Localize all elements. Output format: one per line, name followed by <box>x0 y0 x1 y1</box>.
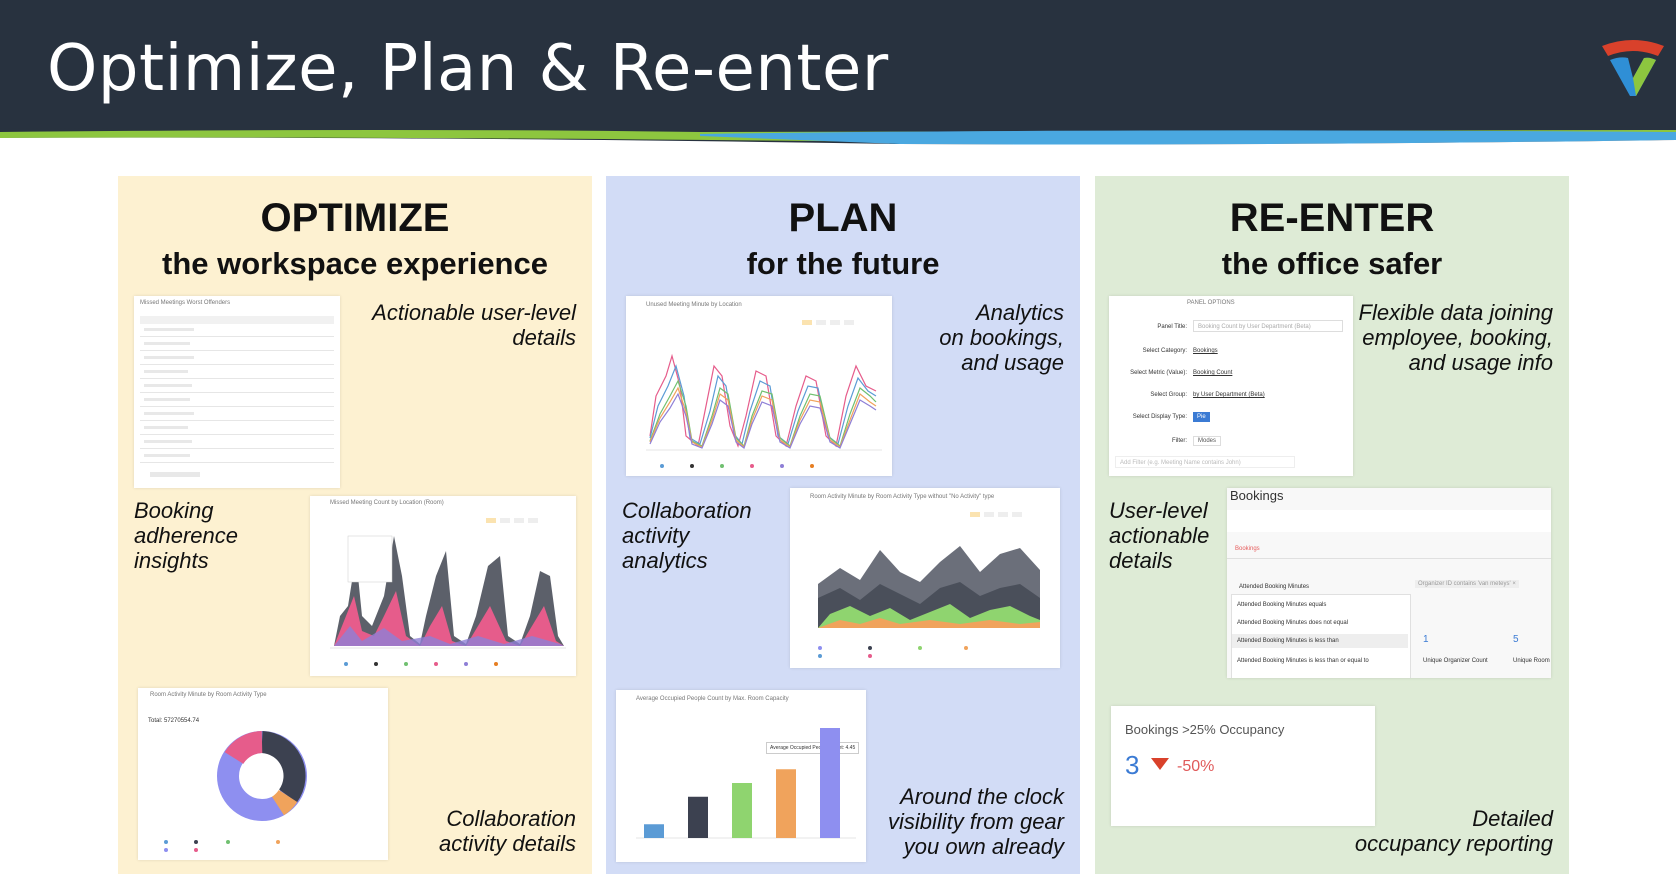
optimize-panel: OPTIMIZE the workspace experience Missed… <box>118 176 592 874</box>
bookings-filter-screenshot: Bookings Bookings Attended Booking Minut… <box>1227 488 1551 678</box>
stat-2-value: 5 <box>1513 634 1519 645</box>
offenders-table-screenshot: Missed Meetings Worst Offenders <box>134 296 340 488</box>
bar-mark <box>732 783 752 838</box>
category-select[interactable]: Bookings <box>1193 348 1218 354</box>
add-filter-input[interactable]: Add Filter (e.g. Meeting Name contains J… <box>1115 456 1295 468</box>
reenter-caption-1: Flexible data joining employee, booking,… <box>1358 300 1553 375</box>
stream-shot-title: Room Activity Minute by Room Activity Ty… <box>810 494 995 500</box>
optimize-subtitle: the workspace experience <box>162 246 548 281</box>
occupancy-card-screenshot: Bookings >25% Occupancy 3 -50% <box>1111 706 1375 826</box>
occupancy-title: Bookings >25% Occupancy <box>1125 722 1285 737</box>
missed-meeting-chart-screenshot: Missed Meeting Count by Location (Room) <box>310 496 576 676</box>
filter-option-1[interactable]: Attended Booking Minutes equals <box>1237 602 1327 608</box>
reenter-caption-2: User-level actionable details <box>1109 498 1210 573</box>
reenter-title: RE-ENTER <box>1229 196 1435 240</box>
reenter-caption-3: Detailed occupancy reporting <box>1354 806 1553 856</box>
optimize-title: OPTIMIZE <box>260 196 450 240</box>
filter-select[interactable]: Modes <box>1193 436 1222 446</box>
plan-caption-1: Analytics on bookings, and usage <box>939 300 1064 375</box>
filter-option-4[interactable]: Attended Booking Minutes is less than or… <box>1237 658 1369 664</box>
form-header: PANEL OPTIONS <box>1187 300 1235 306</box>
form-label-2: Select Category: <box>1142 348 1187 354</box>
stat-1-label: Unique Organizer Count <box>1423 658 1488 664</box>
stat-1-value: 1 <box>1423 634 1429 645</box>
reenter-subtitle: the office safer <box>1221 246 1443 281</box>
optimize-caption-1: Actionable user-level details <box>372 300 576 350</box>
bookings-tab[interactable]: Bookings <box>1235 546 1260 552</box>
occupancy-change: -50% <box>1177 758 1215 775</box>
display-type-button[interactable]: Pie <box>1193 412 1210 422</box>
filter-field[interactable]: Attended Booking Minutes <box>1239 584 1310 590</box>
plan-panel: PLAN for the future Unused Meeting Minut… <box>606 176 1080 874</box>
plan-caption-3: Around the clock visibility from gear yo… <box>887 784 1064 859</box>
room-activity-stream-screenshot: Room Activity Minute by Room Activity Ty… <box>790 488 1060 668</box>
filter-option-2[interactable]: Attended Booking Minutes does not equal <box>1237 620 1349 626</box>
bookings-panel-title: Bookings <box>1230 488 1284 503</box>
plan-title: PLAN <box>788 196 898 240</box>
form-label-5: Select Display Type: <box>1132 414 1187 420</box>
plan-caption-2: Collaboration activity analytics <box>622 498 752 573</box>
form-label-1: Panel Title: <box>1157 324 1187 330</box>
room-activity-donut-screenshot: Room Activity Minute by Room Activity Ty… <box>138 688 388 860</box>
form-label-4: Select Group: <box>1150 392 1187 398</box>
occupancy-value: 3 <box>1125 750 1140 780</box>
bar-shot-title: Average Occupied People Count by Max. Ro… <box>636 696 789 702</box>
plan-subtitle: for the future <box>746 246 940 281</box>
filter-option-3[interactable]: Attended Booking Minutes is less than <box>1237 638 1339 644</box>
form-label-6: Filter: <box>1172 438 1187 444</box>
header-stripe <box>0 126 1676 160</box>
line-shot-title: Unused Meeting Minute by Location <box>646 302 742 308</box>
bar-mark <box>776 769 796 838</box>
optimize-caption-3: Collaboration activity details <box>439 806 576 856</box>
bar-mark <box>688 796 708 838</box>
down-arrow-icon <box>1151 758 1169 770</box>
panel-options-form-screenshot: PANEL OPTIONS Panel Title: Booking Count… <box>1109 296 1353 476</box>
donut-shot-title: Room Activity Minute by Room Activity Ty… <box>150 692 267 698</box>
reenter-panel: RE-ENTER the office safer PANEL OPTIONS … <box>1095 176 1569 874</box>
metric-select[interactable]: Booking Count <box>1193 370 1233 376</box>
stat-2-label: Unique Room <box>1513 658 1550 664</box>
table-shot-title: Missed Meetings Worst Offenders <box>140 300 231 306</box>
donut-total: Total: 57270554.74 <box>148 718 200 724</box>
filter-chip[interactable]: Organizer ID contains 'van meteys' × <box>1415 580 1519 588</box>
optimize-caption-2: Booking adherence insights <box>134 498 238 573</box>
area-shot-title: Missed Meeting Count by Location (Room) <box>330 500 444 506</box>
slide-title: Optimize, Plan & Re-enter <box>47 32 889 106</box>
bar-mark <box>644 824 664 838</box>
form-label-3: Select Metric (Value): <box>1130 370 1187 376</box>
occupied-people-bar-chart <box>636 728 856 839</box>
occupied-people-bar-screenshot: Average Occupied People Count by Max. Ro… <box>616 690 866 862</box>
bar-mark <box>820 728 840 838</box>
shield-v-logo-icon <box>1602 40 1664 96</box>
panel-title-input[interactable]: Booking Count by User Department (Beta) <box>1193 320 1343 332</box>
unused-minutes-line-screenshot: Unused Meeting Minute by Location <box>626 296 892 476</box>
group-select[interactable]: by User Department (Beta) <box>1193 392 1265 398</box>
